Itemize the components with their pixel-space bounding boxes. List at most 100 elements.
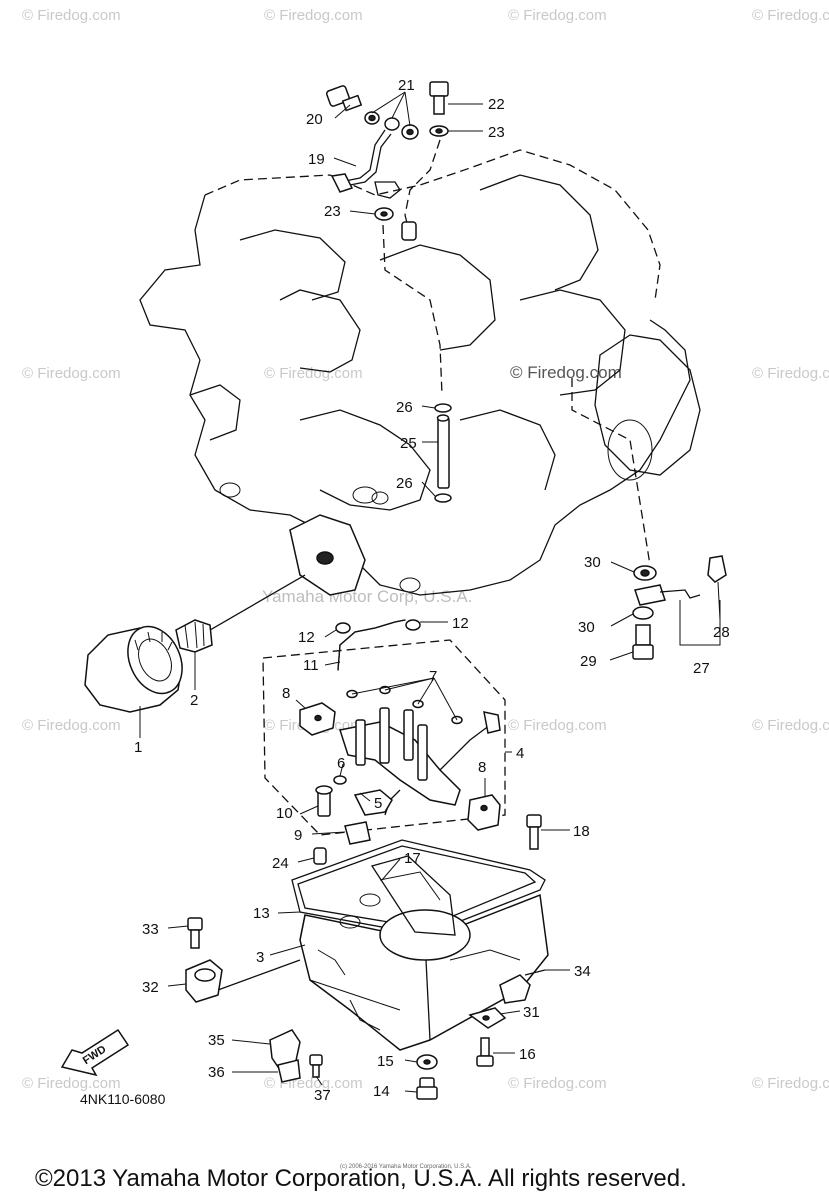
callout-8b: 8 [478, 759, 486, 776]
gasket [632, 606, 654, 620]
callout-23b: 23 [324, 203, 341, 220]
bracket-group [468, 969, 546, 1029]
callout-22: 22 [488, 96, 505, 113]
watermark-text: © Firedog.com [22, 365, 121, 382]
oil-level-fitting [185, 917, 301, 1003]
callout-37: 37 [314, 1087, 331, 1104]
leader-lines [139, 91, 721, 1093]
o-ring [434, 493, 452, 503]
callout-8a: 8 [282, 685, 290, 702]
lead-cap [707, 555, 727, 583]
callout-12a: 12 [298, 629, 315, 646]
callout-32: 32 [142, 979, 159, 996]
watermark-text: © Firedog.com [508, 1075, 607, 1092]
callout-7: 7 [429, 668, 437, 685]
callout-20: 20 [306, 111, 323, 128]
callout-11: 11 [303, 657, 319, 674]
callout-30b: 30 [578, 619, 595, 636]
watermark-text: © Firedog.com [22, 1075, 121, 1092]
damper [467, 794, 501, 831]
callout-5: 5 [374, 795, 382, 812]
bracket [499, 974, 531, 1004]
callout-18: 18 [573, 823, 590, 840]
bolt [480, 1037, 490, 1057]
fwd-arrow-icon: FWD [60, 1028, 130, 1077]
sensor [277, 1059, 301, 1083]
callout-28: 28 [713, 624, 730, 641]
callout-26a: 26 [396, 399, 413, 416]
center-watermark: © Firedog.com [510, 363, 622, 382]
callout-15: 15 [377, 1053, 394, 1070]
watermark-text: © Firedog.com [264, 365, 363, 382]
dowel-pin [313, 847, 327, 865]
oil-strainer-assembly [262, 639, 506, 836]
callout-14: 14 [373, 1083, 390, 1100]
callout-labels: 1 2 3 4 5 6 7 8 8 9 10 11 12 12 13 14 15… [134, 77, 730, 1104]
callout-16: 16 [519, 1046, 536, 1063]
screw [309, 1054, 323, 1066]
oil-pressure-switch [635, 624, 651, 646]
drain-group [416, 1037, 494, 1100]
oil-filter-union [175, 619, 213, 653]
diagram-code: 4NK110-6080 [80, 1091, 166, 1107]
copper-washer [384, 117, 400, 131]
o-ring [333, 775, 347, 785]
watermark-text: © Firedog.com [508, 7, 607, 24]
sensor-group [269, 1029, 323, 1083]
engine-block [139, 139, 701, 596]
callout-21: 21 [398, 77, 415, 94]
oil-pipe-with-o-rings [434, 403, 452, 503]
copyright-footer: ©2013 Yamaha Motor Corporation, U.S.A. A… [35, 1165, 687, 1192]
callout-2: 2 [190, 692, 198, 709]
callout-27: 27 [693, 660, 710, 677]
watermark-text: © Firedog.com [508, 717, 607, 734]
callout-10: 10 [276, 805, 293, 822]
bolt [429, 81, 449, 97]
callout-34: 34 [574, 963, 591, 980]
baffle [370, 855, 456, 936]
switch-lead-terminal [634, 584, 666, 606]
small-print: (c) 2006-2016 Yamaha Motor Corporation, … [340, 1164, 472, 1170]
o-ring [434, 403, 452, 413]
watermark-text: © Firedog.com [752, 7, 829, 24]
pan-gasket [291, 839, 546, 936]
callout-23a: 23 [488, 124, 505, 141]
oil-hose-group [335, 619, 421, 671]
watermark-text: © Firedog.com [264, 7, 363, 24]
callout-35: 35 [208, 1032, 225, 1049]
cap [344, 821, 371, 845]
oil-pipe [437, 417, 450, 489]
callout-1: 1 [134, 739, 142, 756]
bolt [526, 814, 542, 828]
callout-25: 25 [400, 435, 417, 452]
callout-31: 31 [523, 1004, 540, 1021]
callout-30a: 30 [584, 554, 601, 571]
yamaha-watermark: Yamaha Motor Corp, U.S.A. [262, 587, 472, 606]
bolt [187, 917, 203, 931]
bolt-and-cap [315, 785, 371, 845]
callout-4: 4 [516, 745, 524, 762]
oil-nozzle [401, 221, 417, 241]
callout-13: 13 [253, 905, 270, 922]
callout-6: 6 [337, 755, 345, 772]
o-ring [335, 622, 351, 634]
oil-filter-group [84, 574, 306, 713]
watermark-text: © Firedog.com [752, 365, 829, 382]
oil-delivery-pipe-assembly [325, 81, 449, 221]
watermark-text: © Firedog.com [22, 7, 121, 24]
callout-29: 29 [580, 653, 597, 670]
o-ring [405, 619, 421, 631]
watermark-text: © Firedog.com [752, 717, 829, 734]
callout-26b: 26 [396, 475, 413, 492]
callout-9: 9 [294, 827, 302, 844]
callout-19: 19 [308, 151, 325, 168]
oil-pressure-switch-group [632, 555, 727, 660]
callout-33: 33 [142, 921, 159, 938]
callout-36: 36 [208, 1064, 225, 1081]
watermark-text: © Firedog.com [752, 1075, 829, 1092]
callout-24: 24 [272, 855, 289, 872]
watermark-text: © Firedog.com [22, 717, 121, 734]
callout-12b: 12 [452, 615, 469, 632]
callout-3: 3 [256, 949, 264, 966]
